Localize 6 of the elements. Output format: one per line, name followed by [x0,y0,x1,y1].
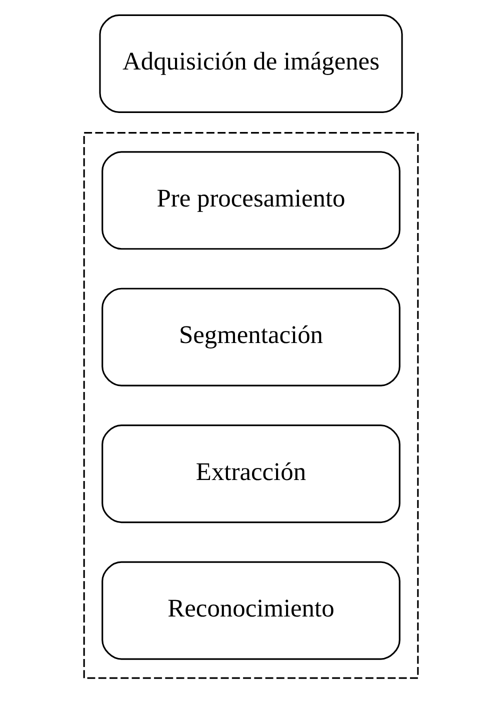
node-box: Reconocimiento [101,561,400,660]
node-box: Extracción [101,424,400,524]
node-box: Segmentación [101,288,400,386]
node-box: Adquisición de imágenes [98,14,402,113]
node-box: Pre procesamiento [101,151,400,250]
cluster [82,132,418,679]
